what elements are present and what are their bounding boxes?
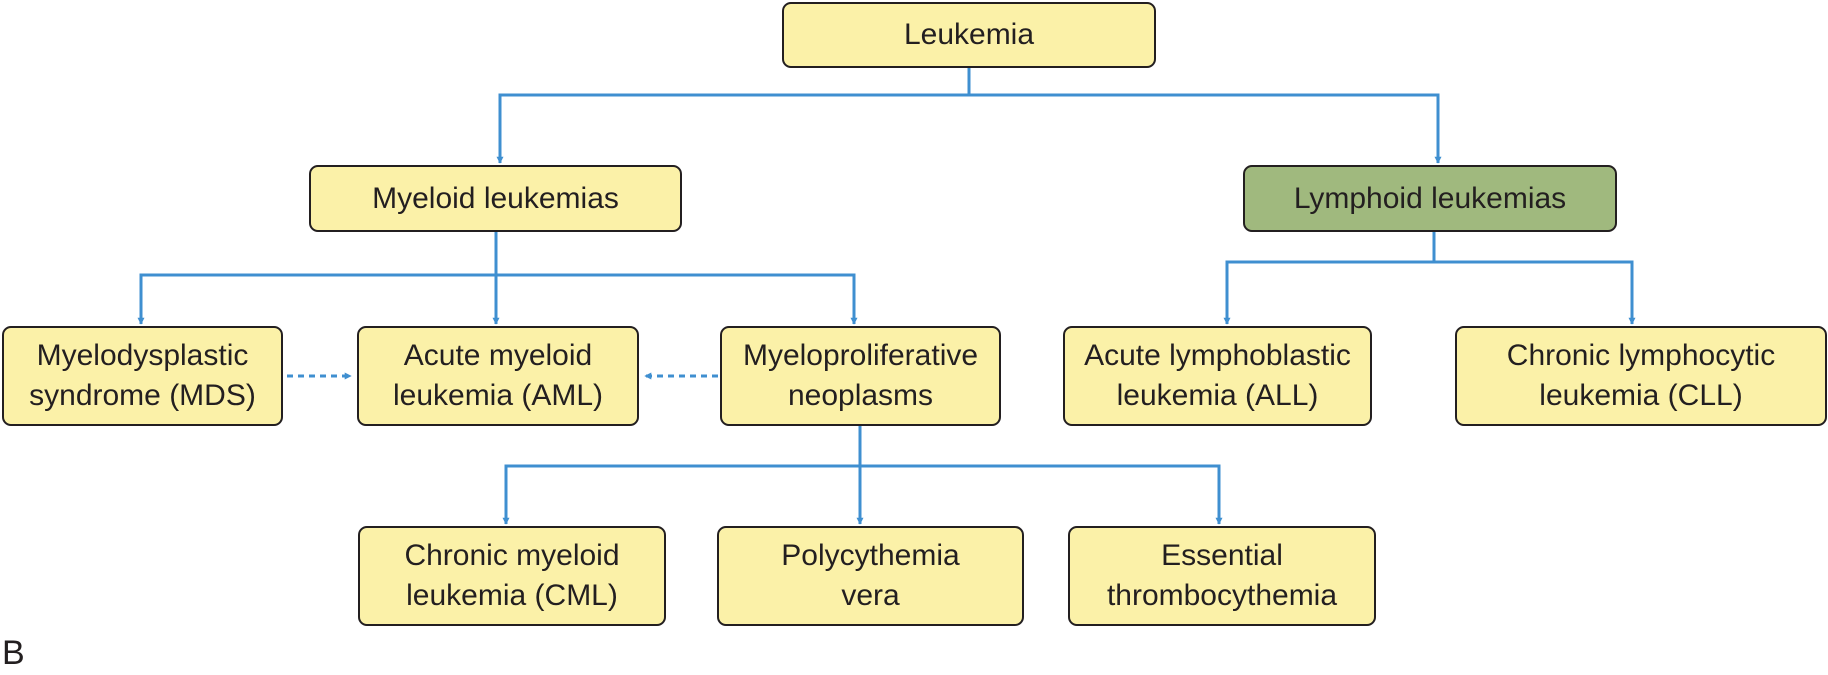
node-et-line-2: thrombocythemia: [1106, 579, 1338, 612]
node-cll-line-1: Chronic lymphocytic: [1506, 339, 1776, 372]
node-leukemia: Leukemia: [782, 2, 1156, 68]
node-mds-line-1: Myelodysplastic: [36, 339, 249, 372]
node-aml: Acute myeloid leukemia (AML): [357, 326, 639, 426]
node-mpn: Myeloproliferative neoplasms: [720, 326, 1001, 426]
node-mpn-line-2: neoplasms: [787, 379, 934, 412]
edge-mpn-cml: [502, 464, 860, 525]
edge-leukemia-lymphoid: [969, 93, 1442, 164]
node-lymphoid-label: Lymphoid leukemias: [1293, 181, 1567, 215]
node-pv-line-2: vera: [841, 579, 900, 612]
node-cml-line-1: Chronic myeloid: [404, 539, 620, 572]
node-pv-line-1: Polycythemia: [781, 539, 960, 572]
panel-label: B: [2, 634, 25, 672]
node-all-line-1: Acute lymphoblastic: [1084, 339, 1351, 372]
node-leukemia-label: Leukemia: [903, 18, 1035, 51]
node-all-line-2: leukemia (ALL): [1116, 379, 1319, 412]
node-myeloid-leukemias: Myeloid leukemias: [309, 165, 682, 232]
node-cll: Chronic lymphocytic leukemia (CLL): [1455, 326, 1827, 426]
edge-myeloid-mds: [137, 273, 496, 325]
node-et-line-1: Essential: [1161, 539, 1283, 572]
node-all: Acute lymphoblastic leukemia (ALL): [1063, 326, 1372, 426]
node-mpn-line-1: Myeloproliferative: [742, 339, 979, 372]
edge-mpn-et: [860, 464, 1223, 525]
node-cll-line-2: leukemia (CLL): [1539, 379, 1743, 412]
edge-lymphoid-all: [1223, 232, 1436, 325]
node-aml-line-2: leukemia (AML): [392, 379, 604, 412]
node-aml-line-1: Acute myeloid: [403, 339, 593, 372]
node-lymphoid-leukemias: Lymphoid leukemias: [1243, 165, 1617, 232]
node-cml: Chronic myeloid leukemia (CML): [358, 526, 666, 626]
edge-myeloid-mpn: [496, 273, 858, 325]
node-mds-line-2: syndrome (MDS): [29, 379, 256, 412]
node-essential-thrombocythemia: Essential thrombocythemia: [1068, 526, 1376, 626]
node-myeloid-label: Myeloid leukemias: [372, 181, 619, 215]
node-cml-line-2: leukemia (CML): [406, 579, 618, 612]
node-polycythemia-vera: Polycythemia vera: [717, 526, 1024, 626]
edge-lymphoid-cll: [1434, 260, 1636, 325]
edge-leukemia-myeloid: [496, 68, 971, 164]
node-mds: Myelodysplastic syndrome (MDS): [2, 326, 283, 426]
